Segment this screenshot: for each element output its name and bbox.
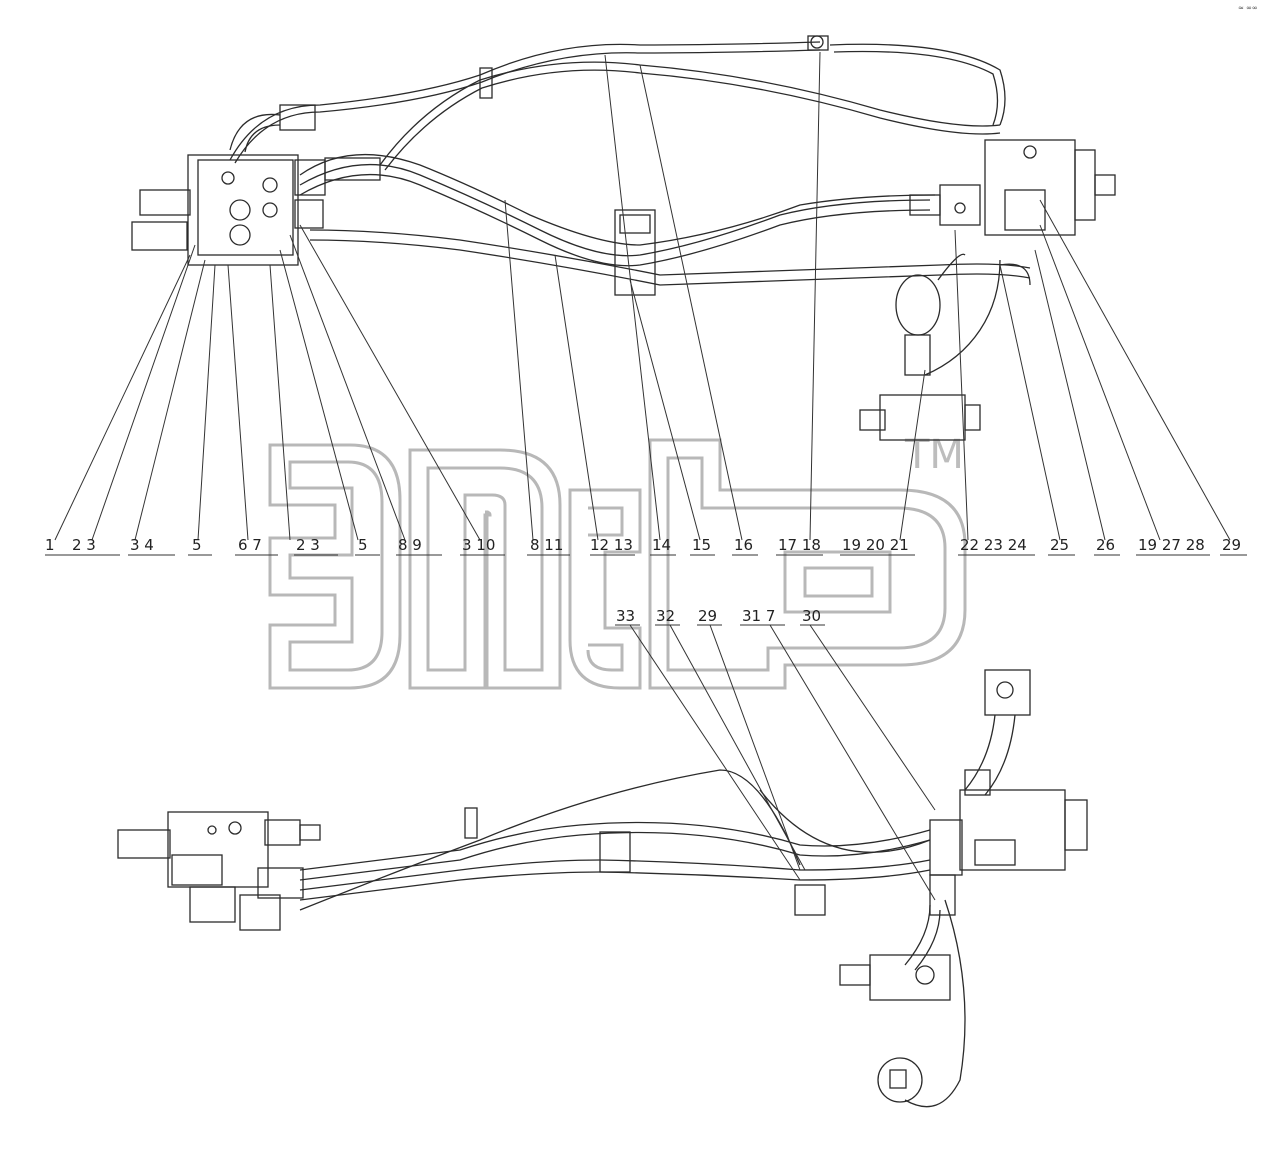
callout-19-20-21: 19 20 21 [842, 536, 909, 554]
callout-2-3: 2 3 [72, 536, 96, 554]
callout-30: 30 [802, 607, 821, 625]
leader-lines [54, 51, 1231, 901]
callouts-lower: 33 32 29 31 7 30 [616, 607, 821, 625]
upper-assembly [131, 35, 1116, 441]
callout-15: 15 [692, 536, 711, 554]
callout-31-7: 31 7 [742, 607, 775, 625]
callout-12-13: 12 13 [590, 536, 633, 554]
callout-1: 1 [45, 536, 55, 554]
callout-2-3-b: 2 3 [296, 536, 320, 554]
corner-mark: ≈ ∞∞ [1238, 4, 1258, 12]
lower-assembly [117, 669, 1088, 1108]
callout-25: 25 [1050, 536, 1069, 554]
callout-5-b: 5 [358, 536, 368, 554]
callout-14: 14 [652, 536, 671, 554]
callout-3-4: 3 4 [130, 536, 154, 554]
callout-6-7: 6 7 [238, 536, 262, 554]
callout-3-10: 3 10 [462, 536, 495, 554]
callout-5: 5 [192, 536, 202, 554]
callout-22-23-24: 22 23 24 [960, 536, 1027, 554]
callout-8-9: 8 9 [398, 536, 422, 554]
callout-33: 33 [616, 607, 635, 625]
callout-26: 26 [1096, 536, 1115, 554]
callout-29: 29 [1222, 536, 1241, 554]
callout-underlines [45, 554, 1247, 626]
callout-32: 32 [656, 607, 675, 625]
callout-8-11: 8 11 [530, 536, 563, 554]
callout-19-27-28: 19 27 28 [1138, 536, 1205, 554]
callouts-upper: 1 2 3 3 4 5 6 7 2 3 5 8 9 3 10 8 11 12 1… [45, 536, 1241, 554]
watermark-logo [268, 438, 967, 690]
callout-29-b: 29 [698, 607, 717, 625]
callout-17-18: 17 18 [778, 536, 821, 554]
callout-16: 16 [734, 536, 753, 554]
